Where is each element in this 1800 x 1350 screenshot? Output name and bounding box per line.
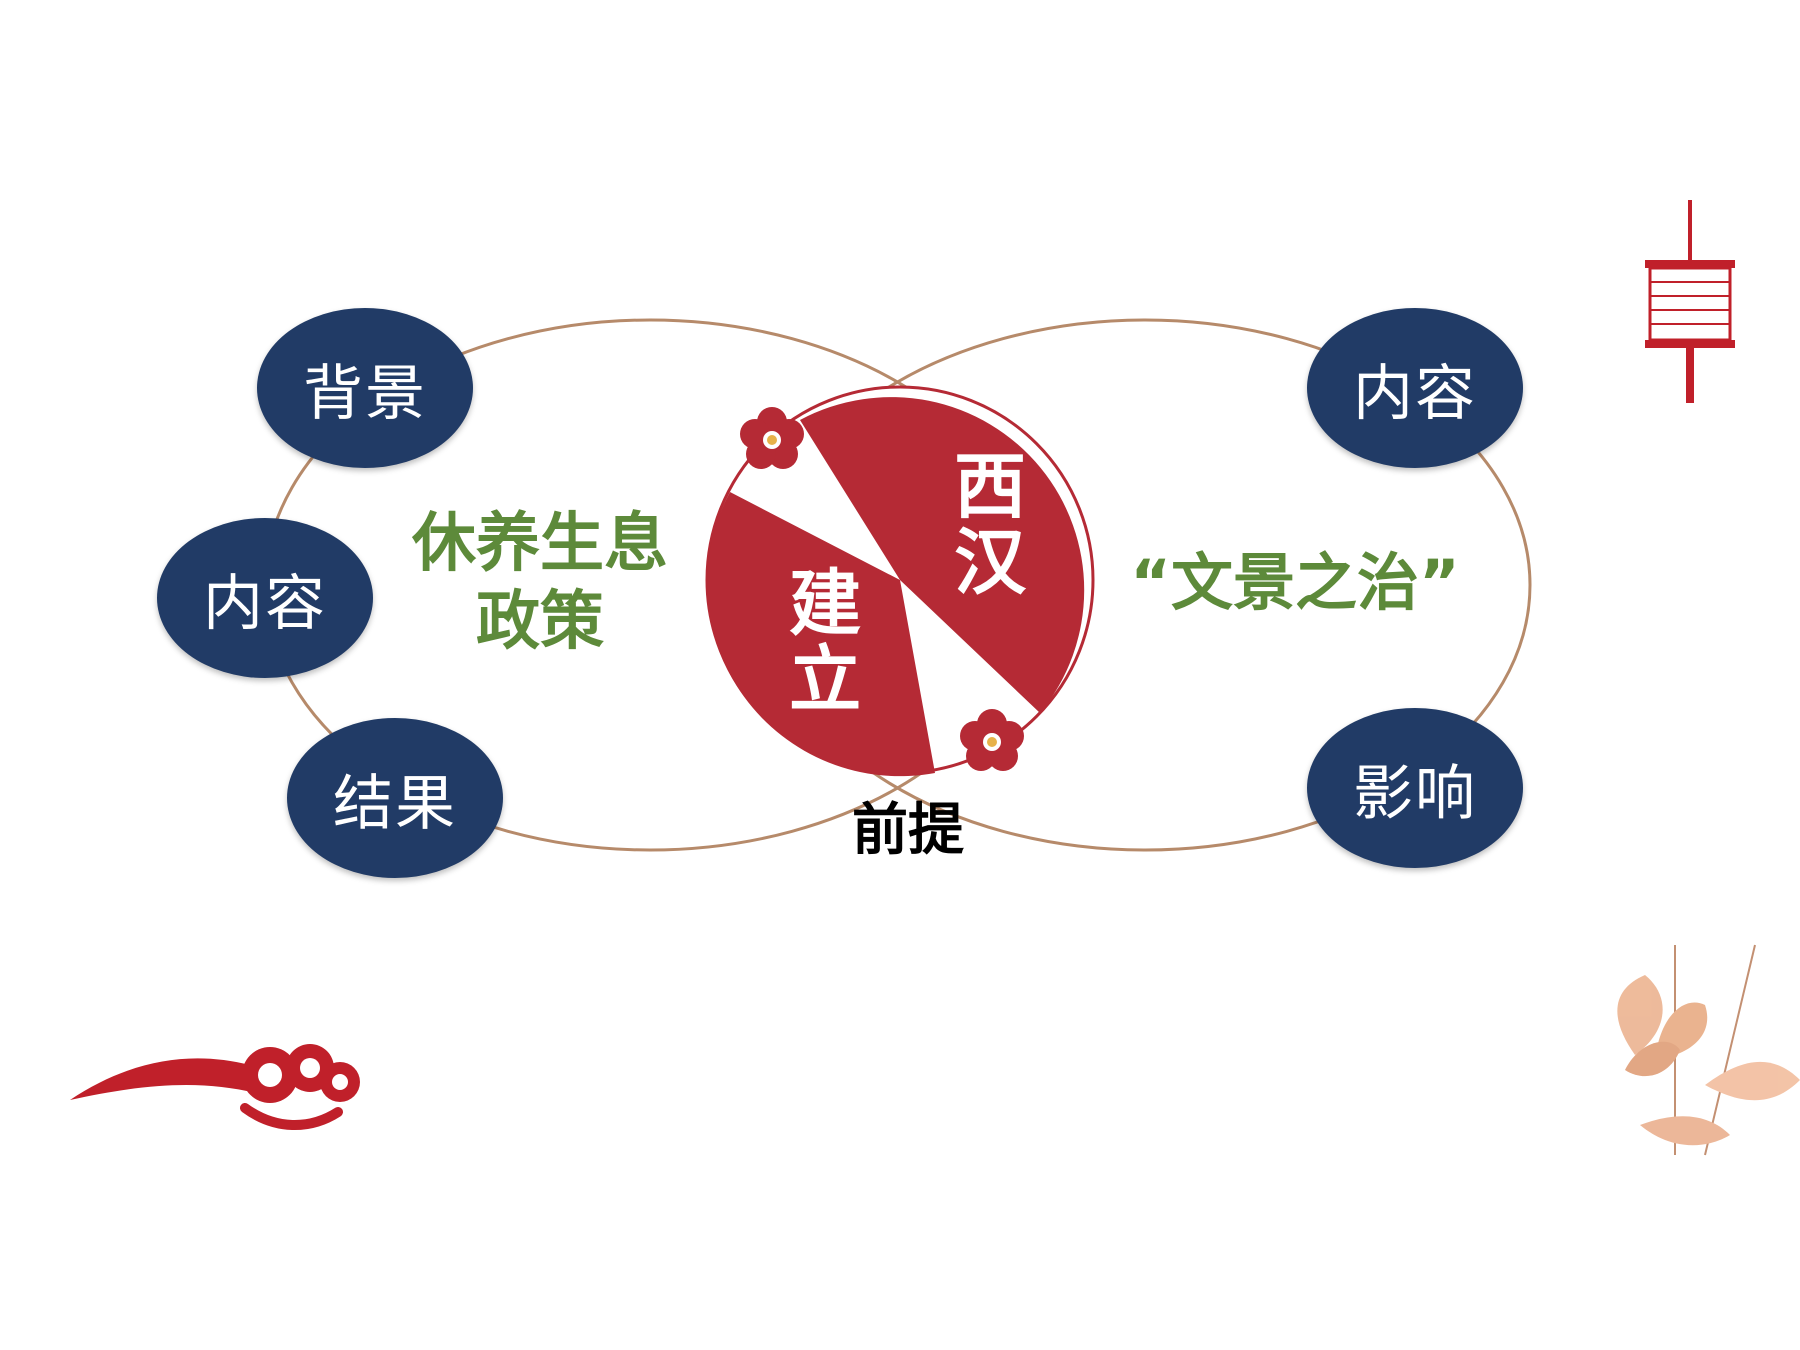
node-label: 内容	[1353, 358, 1477, 429]
node-label: 结果	[333, 768, 457, 839]
left-policy-line2: 政策	[476, 585, 604, 660]
right-policy-label: “文景之治”	[1130, 546, 1460, 619]
center-title-bottom: 建立	[776, 565, 861, 717]
center-title-top: 西汉	[941, 448, 1026, 600]
node-label: 背景	[303, 358, 427, 429]
red-lantern-icon	[1645, 200, 1735, 403]
plum-blossom-icon	[740, 407, 804, 469]
auspicious-cloud-icon	[70, 1044, 360, 1131]
left-policy-text: 休养生息 政策	[400, 505, 680, 661]
right-node-content[interactable]: 内容	[1307, 308, 1523, 468]
right-node-impact[interactable]: 影响	[1307, 708, 1523, 868]
node-label: 影响	[1353, 758, 1477, 829]
right-policy-text: “文景之治”	[1115, 545, 1475, 621]
left-policy-line1: 休养生息	[412, 507, 668, 581]
left-node-content[interactable]: 内容	[157, 518, 373, 678]
lotus-flower-icon	[1617, 944, 1800, 1156]
premise-label: 前提	[852, 798, 964, 863]
left-node-result[interactable]: 结果	[287, 718, 503, 878]
plum-blossom-icon	[960, 709, 1024, 771]
node-label: 内容	[203, 568, 327, 639]
left-node-background[interactable]: 背景	[257, 308, 473, 468]
upper-wedge	[800, 397, 1085, 713]
lower-wedge	[707, 492, 935, 777]
